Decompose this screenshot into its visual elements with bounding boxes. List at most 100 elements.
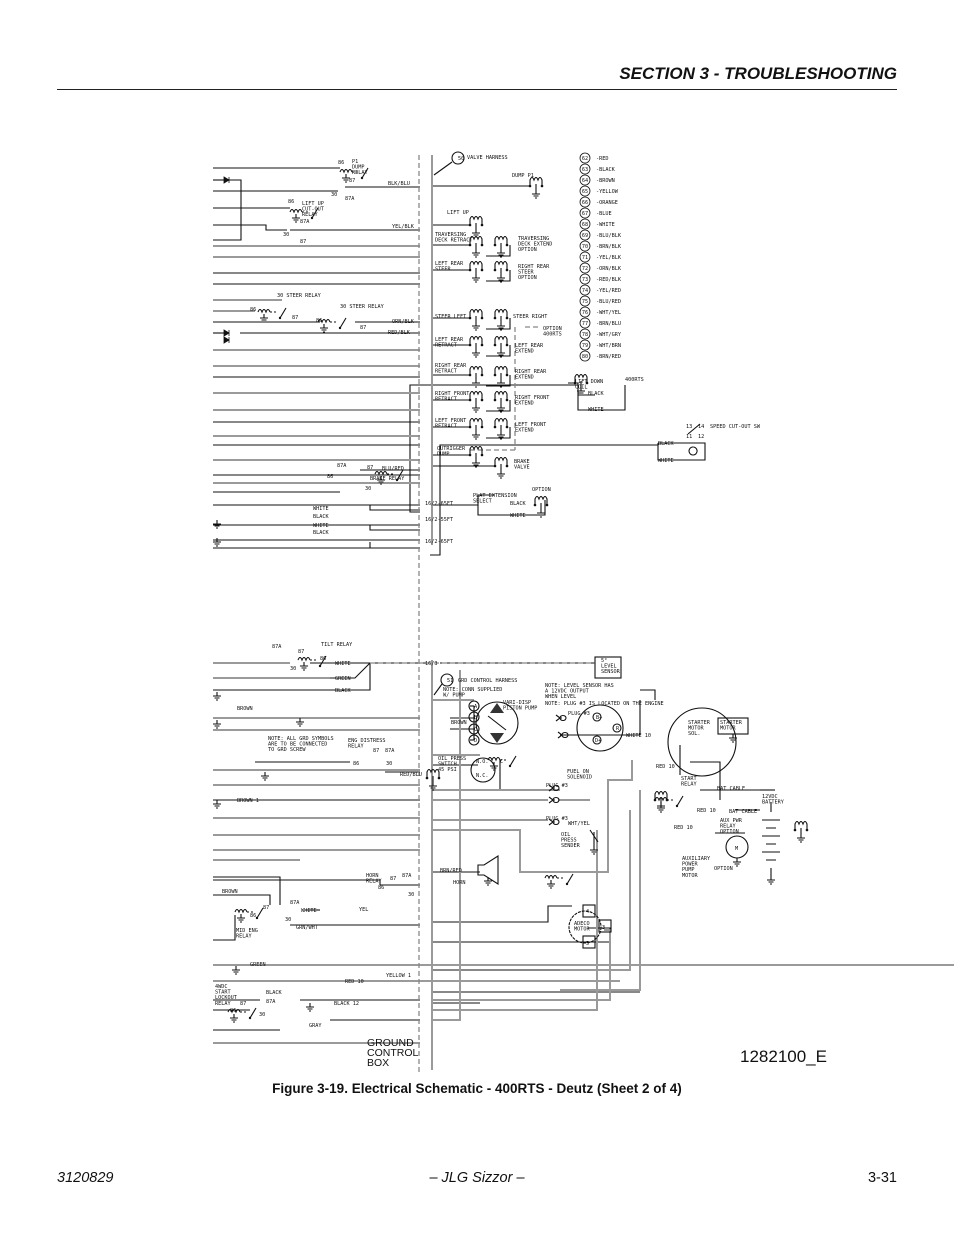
ground-icon [472, 316, 480, 331]
label-starter-sol: STARTER [688, 720, 711, 726]
wire-number: 73 [582, 277, 588, 283]
ground-icon [497, 425, 505, 440]
wire-number: 70 [582, 244, 588, 250]
terminal-icon [505, 343, 509, 347]
coil-icon [534, 495, 548, 505]
label-rr-extend: RIGHT REAR [515, 369, 547, 375]
connector-pin-icon [468, 700, 480, 712]
wire [486, 270, 511, 282]
label-horn-relay: RELAY [366, 879, 382, 885]
terminal-icon [505, 316, 509, 320]
coil-icon [469, 260, 483, 270]
label-w1-white: WHITE [313, 506, 329, 512]
label-bat-cable-h: BAT CABLE [729, 809, 757, 815]
connector-pin-icon [468, 723, 480, 735]
label-adeco: ADECO [574, 921, 590, 927]
header-rule [57, 89, 897, 90]
terminal-icon [468, 425, 472, 429]
connector-pin-icon [468, 734, 480, 746]
label-lift-up-relay: RELAY [302, 212, 318, 218]
label-rr-retract: RIGHT REAR [435, 363, 467, 369]
label-lr-extend: LEFT REAR [515, 343, 544, 349]
label-aux-relay: AUX PWR [720, 818, 743, 824]
label-h87: 87 [390, 876, 396, 882]
label-red10a: RED 10 [656, 764, 675, 770]
ground-icon [472, 343, 480, 358]
label-level-sensor: LEVEL [601, 664, 617, 670]
label-red10b: RED 10 [697, 808, 716, 814]
label-pinA: A [474, 704, 478, 710]
relay-coil-icon [234, 908, 248, 914]
ground-icon [472, 425, 480, 440]
terminal-icon [493, 398, 497, 402]
label-valve-harness: VALVE HARNESS [467, 155, 508, 161]
section-title: SECTION 3 - TROUBLESHOOTING [619, 64, 897, 83]
label-steer-relay2: 30 STEER RELAY [340, 304, 385, 310]
wire-color: -BLU/BLK [596, 233, 622, 239]
label-brake-relay: BRAKE RELAY [370, 476, 405, 482]
wire-color: -BRN/RED [596, 354, 621, 360]
label-c2: 16/2-55FT [425, 517, 453, 523]
ground-icon [497, 464, 505, 479]
wire [690, 761, 721, 780]
ground-icon [472, 398, 480, 413]
label-m87A: 87A [290, 900, 300, 906]
label-plug3b: PLUG #3 [546, 783, 568, 789]
wire-number: 69 [582, 233, 588, 239]
terminal-icon [505, 373, 509, 377]
label-r87a: 87 [349, 178, 355, 184]
terminal-icon [573, 381, 577, 385]
label-trav-retract: DECK RETRACT [435, 238, 472, 244]
label-r86b: 86 [288, 199, 294, 205]
coil-icon [469, 335, 483, 345]
coil-icon [469, 445, 483, 455]
label-p1-dump-relay: P1 [352, 159, 358, 165]
terminal-icon [480, 343, 484, 347]
wire-number-circle [579, 306, 591, 318]
alternator-terminal-icon [612, 723, 622, 733]
terminal-icon [480, 316, 484, 320]
relay-coil-icon [317, 318, 331, 324]
wire-color: -ORANGE [596, 200, 618, 206]
terminal-icon [278, 316, 282, 320]
label-yellow1: YELLOW 1 [386, 973, 411, 979]
label-lift-up: LIFT UP [447, 210, 469, 216]
ground-icon [497, 268, 505, 283]
label-starter-sol: SOL. [688, 731, 701, 737]
label-lockout: LOCKOUT [215, 995, 237, 1001]
ground-icon [547, 880, 555, 889]
wire [430, 444, 658, 556]
label-starter-sol: MOTOR [688, 726, 704, 732]
label-r86a: 86 [338, 160, 344, 166]
label-h87A: 87A [402, 873, 412, 879]
ground-icon [213, 692, 221, 701]
ground-icon [497, 316, 505, 331]
label-p3: 3 [602, 925, 605, 931]
footer-doc-number: 3120829 [57, 1170, 114, 1186]
wire-number-circle [579, 218, 591, 230]
wire [577, 385, 626, 411]
label-plug-note: NOTE: PLUG #3 IS LOCATED ON THE ENGINE [545, 701, 664, 707]
label-steer-left: STEER LEFT [435, 314, 466, 320]
battery-icon [762, 802, 780, 876]
label-mid-eng: MID ENG [236, 928, 258, 934]
terminal-icon [468, 223, 472, 227]
coil-icon [469, 215, 483, 225]
wire [432, 670, 461, 1021]
label-m30: 30 [285, 917, 291, 923]
diode-icon [223, 176, 230, 184]
label-brake-86: 86 [327, 474, 333, 480]
label-brake-valve: BRAKE [514, 459, 530, 465]
wire-number-circle [579, 317, 591, 329]
wire-color: -WHT/GRY [596, 332, 622, 338]
wire-color-legend: 62-RED63-BLACK64-BROWN65-YELLOW66-ORANGE… [579, 152, 622, 362]
label-lr-retract: RETRACT [435, 343, 457, 349]
wire-number-circle [579, 174, 591, 186]
terminal-icon [493, 425, 497, 429]
label-rf-retract: RIGHT FRONT [435, 391, 469, 397]
relay-coil-icon [227, 1008, 241, 1014]
label-h86: 86 [378, 885, 384, 891]
label-brake-87: 87 [367, 465, 373, 471]
label-oil-sender: PRESS [561, 838, 577, 844]
